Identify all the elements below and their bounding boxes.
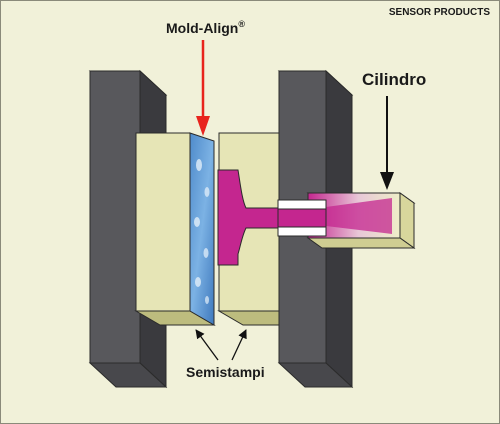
left-platen-front <box>89 70 141 364</box>
film-spot <box>194 217 200 227</box>
film-spot <box>195 277 201 287</box>
melt-cone <box>326 198 392 234</box>
film-sheet <box>189 132 215 326</box>
nozzle-runner <box>277 207 327 229</box>
leader-arrow-icon <box>195 329 219 361</box>
cilindro-label: Cilindro <box>362 70 426 89</box>
injected-plastic <box>217 169 327 266</box>
right-platen-bottom <box>277 362 354 388</box>
semistampi-callout: Semistampi <box>186 329 265 380</box>
registered-mark: ® <box>238 19 245 29</box>
left-platen-bottom <box>88 362 168 388</box>
mold-align-film <box>189 132 215 326</box>
nozzle-bushing <box>277 226 327 237</box>
film-spot <box>204 187 210 197</box>
cilindro-callout: Cilindro <box>362 70 426 190</box>
left-mold-front <box>135 132 191 312</box>
svg-text:Mold-Align®: Mold-Align® <box>166 19 245 36</box>
brand-label: SENSOR PRODUCTS <box>389 7 490 18</box>
film-spot <box>196 159 202 171</box>
cylinder-bottom <box>306 237 416 249</box>
plastic-part <box>217 169 279 266</box>
mold-align-label: Mold-Align <box>166 20 238 36</box>
film-spot <box>203 248 209 258</box>
arrow-down-black-icon <box>380 96 394 190</box>
leader-arrow-icon <box>231 329 247 361</box>
mold-align-callout: Mold-Align® <box>166 19 245 136</box>
nozzle-bushing <box>277 199 327 210</box>
arrow-down-red-icon <box>196 40 210 136</box>
semistampi-label: Semistampi <box>186 364 265 380</box>
film-spot <box>205 296 209 304</box>
